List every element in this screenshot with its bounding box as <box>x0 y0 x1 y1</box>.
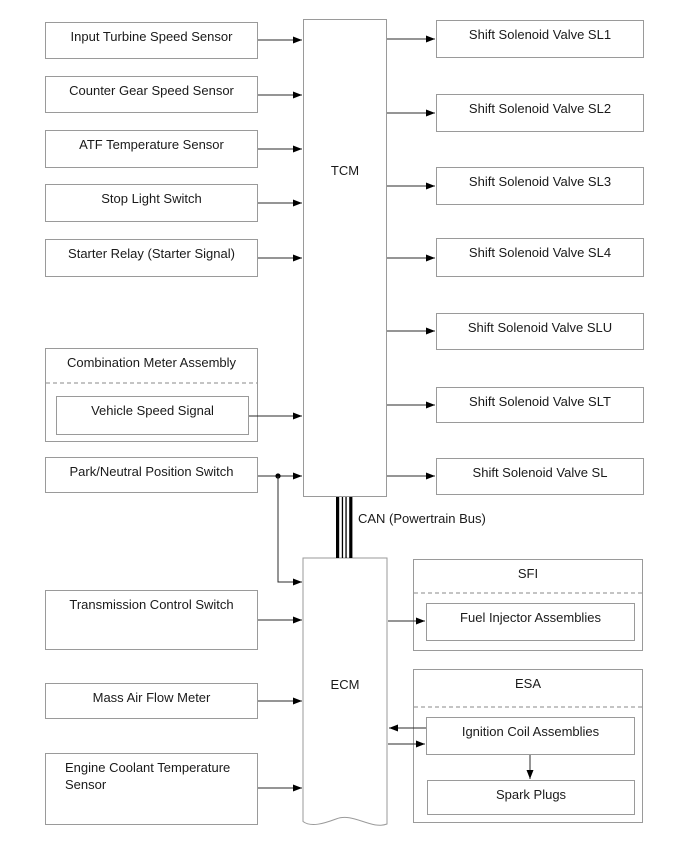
can-bus-bars <box>336 497 353 558</box>
box-input-turbine-speed-sensor: Input Turbine Speed Sensor <box>45 22 258 59</box>
box-engine-coolant-temperature-sensor: Engine Coolant Temperature Sensor <box>45 753 258 825</box>
combination-meter-title: Combination Meter Assembly <box>66 355 237 370</box>
park-neutral-branch <box>275 473 302 586</box>
ecm-input-arrows <box>258 616 302 792</box>
esa-title: ESA <box>514 676 541 691</box>
tcm-label: TCM <box>330 163 360 178</box>
box-starter-relay: Starter Relay (Starter Signal) <box>45 239 258 277</box>
box-atf-temperature-sensor: ATF Temperature Sensor <box>45 130 258 168</box>
box-shift-solenoid-sl: Shift Solenoid Valve SL <box>436 458 644 495</box>
can-bus-label: CAN (Powertrain Bus) <box>358 511 486 526</box>
box-shift-solenoid-sl1: Shift Solenoid Valve SL1 <box>436 20 644 58</box>
box-park-neutral-position-switch: Park/Neutral Position Switch <box>45 457 258 493</box>
box-tcm <box>303 19 387 497</box>
box-fuel-injector-assemblies: Fuel Injector Assemblies <box>426 603 635 641</box>
box-shift-solenoid-sl2: Shift Solenoid Valve SL2 <box>436 94 644 132</box>
box-mass-air-flow-meter: Mass Air Flow Meter <box>45 683 258 719</box>
tcm-output-arrows <box>387 35 435 480</box>
box-spark-plugs: Spark Plugs <box>427 780 635 815</box>
box-shift-solenoid-slu: Shift Solenoid Valve SLU <box>436 313 644 350</box>
sfi-title: SFI <box>517 566 539 581</box>
box-stop-light-switch: Stop Light Switch <box>45 184 258 222</box>
box-shift-solenoid-sl3: Shift Solenoid Valve SL3 <box>436 167 644 205</box>
box-transmission-control-switch: Transmission Control Switch <box>45 590 258 650</box>
box-shift-solenoid-slt: Shift Solenoid Valve SLT <box>436 387 644 423</box>
box-ignition-coil-assemblies: Ignition Coil Assemblies <box>426 717 635 755</box>
box-vehicle-speed-signal: Vehicle Speed Signal <box>56 396 249 435</box>
ecm-label: ECM <box>330 677 360 692</box>
box-counter-gear-speed-sensor: Counter Gear Speed Sensor <box>45 76 258 113</box>
box-shift-solenoid-sl4: Shift Solenoid Valve SL4 <box>436 238 644 277</box>
